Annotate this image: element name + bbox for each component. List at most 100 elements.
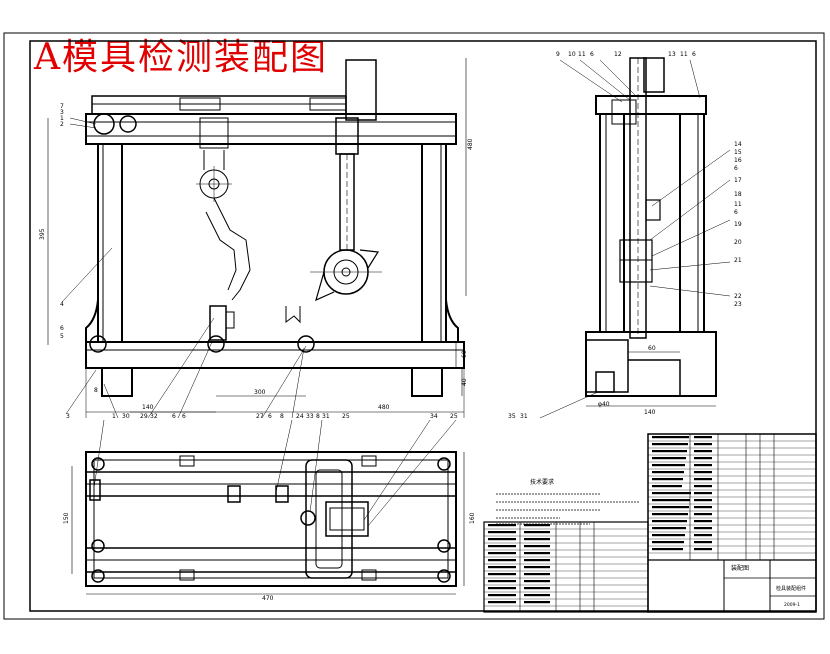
bom-cell-fill <box>694 436 712 439</box>
bom-cell-fill <box>652 471 684 474</box>
bom-cell-fill <box>694 513 712 516</box>
front-part-number-4: 4 <box>60 301 64 308</box>
bom-cell-fill <box>652 450 687 453</box>
side-part-number-right-10: 21 <box>734 257 742 264</box>
outer-border <box>3 32 825 620</box>
top-view <box>71 419 465 595</box>
bom-cell-fill <box>524 566 550 569</box>
bom-cell-fill <box>524 531 550 534</box>
bom-cell-fill <box>524 587 550 590</box>
front-part-number-2: 1 <box>60 115 64 122</box>
front-part-number-14: 6 <box>182 413 186 420</box>
side-part-number-right-5: 18 <box>734 191 742 198</box>
bom-cell-fill <box>694 464 712 467</box>
front-part-number-10: 30 <box>122 413 130 420</box>
bom-cell-fill <box>524 545 550 548</box>
dim-480-width: 480 <box>378 404 390 411</box>
bom-cell-fill <box>694 443 712 446</box>
side-part-number-right-1: 15 <box>734 149 742 156</box>
front-part-number-19: 33 <box>306 413 314 420</box>
front-part-number-13: 6 <box>172 413 176 420</box>
bom-cell-fill <box>488 559 516 562</box>
front-part-number-23: 34 <box>430 413 438 420</box>
title-block <box>483 433 817 613</box>
bom-cell-fill <box>488 580 516 583</box>
front-part-number-9: 1 <box>112 413 116 420</box>
bom-cell-fill <box>488 601 516 604</box>
bom-cell-fill <box>694 450 712 453</box>
front-part-number-21: 31 <box>322 413 330 420</box>
bom-cell-fill <box>694 548 712 551</box>
side-part-number-top-7: 6 <box>692 51 696 58</box>
bom-cell-fill <box>652 457 686 460</box>
bom-cell-fill <box>694 478 712 481</box>
bom-cell-fill <box>524 573 550 576</box>
bom-cell-fill <box>694 499 712 502</box>
front-part-number-22: 25 <box>342 413 350 420</box>
bom-cell-fill <box>488 587 516 590</box>
drawing-title: A模具检测装配图 <box>34 37 328 78</box>
bom-cell-fill <box>694 506 712 509</box>
front-part-number-6: 5 <box>60 333 64 340</box>
side-part-number-top-3: 6 <box>590 51 594 58</box>
side-part-number-top-1: 10 <box>568 51 576 58</box>
front-part-number-15: 27 <box>256 413 264 420</box>
side-view <box>539 57 731 419</box>
dim-40: 40 <box>461 378 468 386</box>
title-block-name: 检具装配组件 <box>776 585 806 592</box>
side-part-number-right-9: 20 <box>734 239 742 246</box>
side-part-number-right-3: 6 <box>734 165 738 172</box>
side-part-number-top-6: 11 <box>680 51 688 58</box>
bom-cell-fill <box>652 492 691 495</box>
bom-cell-fill <box>488 573 516 576</box>
bom-cell-fill <box>488 594 516 597</box>
bom-cell-fill <box>524 559 550 562</box>
side-view-dimension-labels: 60 140 φ40 <box>598 345 656 416</box>
bom-cell-fill <box>652 443 688 446</box>
side-part-number-right-12: 23 <box>734 301 742 308</box>
bom-cell-fill <box>488 524 516 527</box>
side-part-number-right-2: 16 <box>734 157 742 164</box>
bom-cell-fill <box>652 485 682 488</box>
side-part-number-bottom-1: 31 <box>520 413 528 420</box>
front-part-number-7: 8 <box>94 387 98 394</box>
dim-side-phi40: φ40 <box>598 401 610 408</box>
tech-requirements-lines <box>496 493 640 525</box>
side-part-number-top-2: 11 <box>578 51 586 58</box>
dim-60: 60 <box>461 350 468 358</box>
dim-140: 140 <box>142 404 154 411</box>
front-view-dimension-labels: 395 480 60 40 140 300 480 <box>39 138 474 411</box>
inner-border <box>29 40 817 612</box>
bom-cell-fill <box>652 464 685 467</box>
bom-cell-fill <box>524 524 550 527</box>
front-part-number-11: 29 <box>140 413 148 420</box>
side-part-number-top-5: 13 <box>668 51 676 58</box>
bom-cell-fill <box>524 552 550 555</box>
bom-cell-fill <box>488 538 516 541</box>
bom-cell-fill <box>694 527 712 530</box>
front-part-number-16: 6 <box>268 413 272 420</box>
side-part-number-bottom-0: 35 <box>508 413 516 420</box>
bom-cell-fill <box>694 485 712 488</box>
front-part-number-0: 7 <box>60 103 64 110</box>
bom-cell-fill <box>488 566 516 569</box>
bom-cell-fill <box>652 506 689 509</box>
dim-top-160: 160 <box>469 512 476 524</box>
tech-requirements-title: 技术要求 <box>530 478 554 486</box>
side-part-number-top-4: 12 <box>614 51 622 58</box>
bom-cell-fill <box>524 601 550 604</box>
bom-cell-fill <box>694 457 712 460</box>
bom-cell-fill <box>694 541 712 544</box>
side-part-number-right-11: 22 <box>734 293 742 300</box>
bom-cell-fill <box>652 527 686 530</box>
dim-top-470: 470 <box>262 595 274 602</box>
dim-side-60: 60 <box>648 345 656 352</box>
bom-text-fills <box>488 436 712 604</box>
dim-395: 395 <box>39 228 46 240</box>
bom-cell-fill <box>488 545 516 548</box>
